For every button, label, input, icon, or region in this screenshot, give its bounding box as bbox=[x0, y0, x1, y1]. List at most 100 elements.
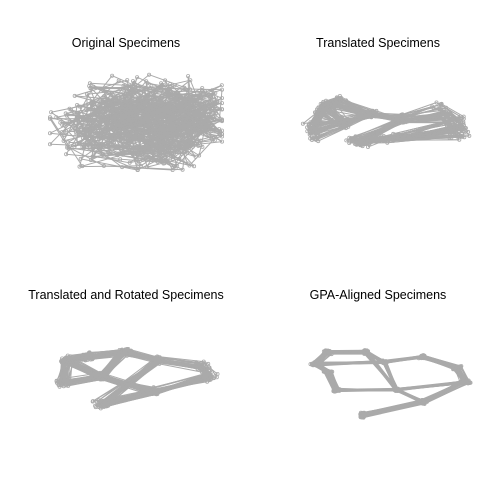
specimen-link bbox=[164, 125, 177, 164]
specimen-link bbox=[131, 105, 150, 112]
specimen-link bbox=[89, 82, 125, 103]
landmark-point bbox=[384, 137, 389, 142]
specimen-link bbox=[128, 119, 143, 150]
landmark-point bbox=[206, 375, 211, 380]
specimen-link bbox=[424, 355, 461, 369]
landmark-point bbox=[200, 144, 205, 149]
specimen-link bbox=[385, 357, 424, 364]
specimen-link bbox=[129, 146, 193, 164]
specimen-link bbox=[308, 103, 325, 126]
landmark-point bbox=[68, 354, 73, 359]
landmark-point bbox=[63, 111, 68, 116]
specimen-link bbox=[95, 377, 148, 395]
specimen-link bbox=[102, 391, 154, 405]
specimen-link bbox=[363, 137, 393, 142]
landmark-point bbox=[455, 134, 460, 139]
specimen-link bbox=[184, 146, 200, 156]
specimen-link bbox=[330, 102, 340, 123]
specimen-link bbox=[340, 98, 377, 112]
specimen-link bbox=[395, 381, 464, 390]
specimen-link bbox=[314, 350, 329, 364]
specimen-link bbox=[383, 139, 460, 141]
specimen-link bbox=[188, 118, 197, 135]
specimen-link bbox=[169, 91, 211, 128]
landmark-point bbox=[64, 152, 69, 157]
plot-translated bbox=[300, 94, 472, 149]
specimen-link bbox=[180, 96, 194, 135]
specimen-link bbox=[79, 82, 135, 107]
landmark-point bbox=[348, 139, 353, 144]
specimen-link bbox=[160, 107, 178, 134]
specimen-link bbox=[335, 389, 396, 392]
specimen-link bbox=[128, 119, 181, 135]
specimen-link bbox=[314, 351, 329, 365]
landmark-point bbox=[195, 122, 200, 127]
landmark-point bbox=[323, 369, 328, 374]
specimen-link bbox=[460, 367, 471, 383]
landmark-point bbox=[461, 119, 466, 124]
landmark-point bbox=[146, 100, 151, 105]
specimen-link bbox=[314, 121, 340, 127]
landmark-point bbox=[332, 105, 337, 110]
specimen-link bbox=[82, 148, 142, 167]
landmark-point bbox=[343, 122, 348, 127]
specimen-link bbox=[111, 75, 145, 91]
specimen-link bbox=[73, 361, 108, 377]
landmark-point bbox=[462, 127, 467, 132]
specimen-link bbox=[349, 122, 404, 143]
landmark-point bbox=[130, 79, 135, 84]
landmark-point bbox=[121, 111, 126, 116]
specimen-link bbox=[396, 118, 461, 135]
landmark-point bbox=[305, 129, 310, 134]
specimen-link bbox=[311, 363, 326, 373]
specimen-link bbox=[104, 119, 130, 135]
landmark-point bbox=[48, 116, 53, 121]
landmark-point bbox=[219, 117, 224, 122]
specimen-link bbox=[338, 101, 373, 115]
landmark-point bbox=[88, 86, 93, 91]
specimen-link bbox=[94, 119, 131, 143]
plot-original bbox=[48, 72, 224, 172]
specimen-link bbox=[314, 123, 346, 131]
specimen-link bbox=[64, 354, 84, 360]
specimen-link bbox=[66, 361, 75, 382]
landmark-point bbox=[214, 375, 219, 380]
specimen-link bbox=[314, 106, 325, 131]
specimen-link bbox=[64, 362, 103, 378]
landmark-point bbox=[314, 137, 319, 142]
specimen-link bbox=[130, 80, 147, 99]
landmark-point bbox=[62, 133, 67, 138]
landmark-point bbox=[106, 150, 111, 155]
specimen-link bbox=[163, 358, 209, 365]
landmark-point bbox=[120, 86, 125, 91]
specimen-link bbox=[153, 376, 209, 393]
landmark-point bbox=[127, 160, 132, 165]
landmark-point bbox=[151, 390, 156, 395]
landmark-point bbox=[135, 167, 140, 172]
landmark-point bbox=[136, 101, 141, 106]
specimen-link bbox=[194, 365, 209, 378]
specimen-link bbox=[103, 165, 183, 171]
specimen-link bbox=[459, 367, 467, 383]
landmark-point bbox=[145, 81, 150, 86]
specimen-link bbox=[100, 390, 150, 405]
landmark-point bbox=[133, 157, 138, 162]
landmark-point bbox=[104, 374, 109, 379]
landmark-point bbox=[467, 380, 472, 385]
specimen-link bbox=[86, 88, 132, 95]
specimen-link bbox=[160, 106, 223, 143]
specimen-link bbox=[50, 111, 92, 142]
landmark-point bbox=[146, 130, 151, 135]
specimen-link bbox=[405, 112, 442, 120]
landmark-point bbox=[151, 385, 156, 390]
landmark-point bbox=[390, 135, 395, 140]
landmark-point bbox=[430, 104, 435, 109]
landmark-point bbox=[147, 72, 152, 77]
landmark-point bbox=[457, 366, 462, 371]
landmark-point bbox=[72, 359, 77, 364]
landmark-point bbox=[358, 413, 363, 418]
specimen-link bbox=[83, 145, 170, 149]
specimen-link bbox=[105, 119, 149, 134]
specimen-link bbox=[402, 102, 437, 115]
landmark-point bbox=[144, 93, 149, 98]
